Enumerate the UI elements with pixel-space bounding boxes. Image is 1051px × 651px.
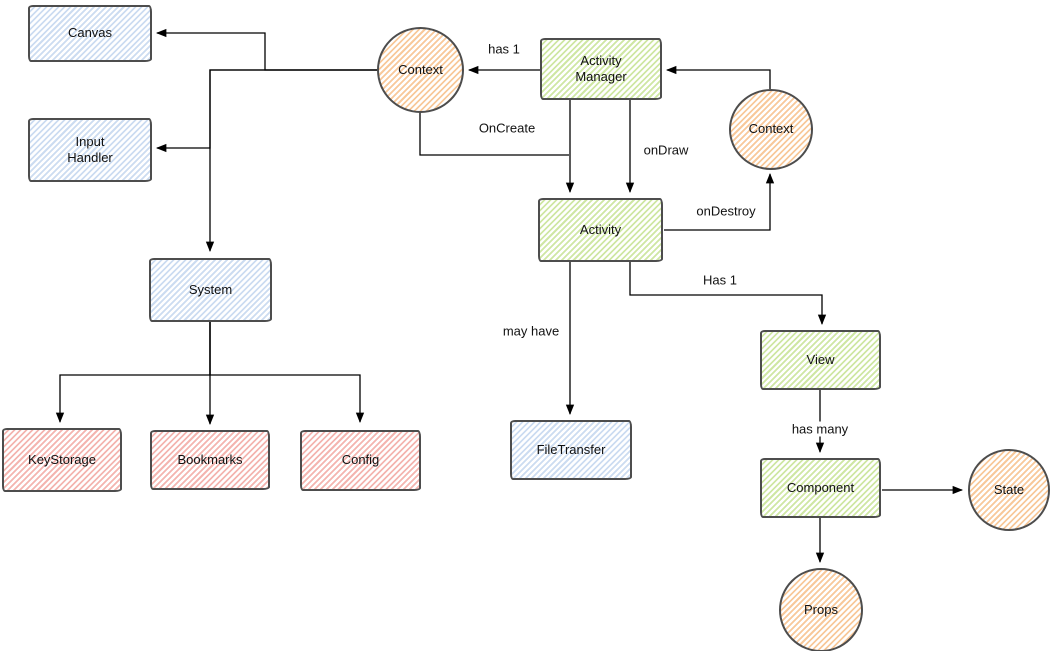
node-context-left[interactable]: Context (377, 27, 464, 113)
edge-label-ondestroy: onDestroy (693, 203, 759, 219)
edge-context-to-input-handler (155, 69, 378, 153)
node-input-handler[interactable]: Input Handler (28, 118, 152, 182)
edge-system-to-config (209, 322, 365, 424)
edge-context-to-system (205, 69, 378, 253)
node-context-right[interactable]: Context (729, 89, 813, 170)
node-config[interactable]: Config (300, 430, 421, 491)
edge-activity-to-view-has1 (629, 262, 827, 326)
node-canvas[interactable]: Canvas (28, 5, 152, 62)
edge-system-to-keystorage (55, 322, 211, 424)
edge-label-has-1-view: Has 1 (700, 272, 740, 288)
node-system[interactable]: System (149, 258, 272, 322)
edge-context-to-activity-oncreate (419, 112, 569, 156)
edge-label-ondraw: onDraw (640, 142, 692, 158)
edge-activity-to-context-ondestroy (664, 172, 775, 231)
node-props[interactable]: Props (779, 568, 863, 651)
node-keystorage[interactable]: KeyStorage (2, 428, 122, 492)
node-activity[interactable]: Activity (538, 198, 663, 262)
node-component[interactable]: Component (760, 458, 881, 518)
node-filetransfer[interactable]: FileTransfer (510, 420, 632, 480)
edge-context-right-to-activity-manager (665, 65, 771, 89)
node-activity-manager[interactable]: Activity Manager (540, 38, 662, 100)
node-bookmarks[interactable]: Bookmarks (150, 430, 270, 490)
edge-label-oncreate: OnCreate (475, 120, 539, 136)
node-state[interactable]: State (968, 449, 1050, 531)
edge-context-to-canvas (155, 28, 378, 71)
edge-label-may-have: may have (499, 323, 563, 339)
edge-label-has-many: has many (788, 421, 852, 437)
node-view[interactable]: View (760, 330, 881, 390)
edge-label-has-1: has 1 (485, 41, 523, 57)
